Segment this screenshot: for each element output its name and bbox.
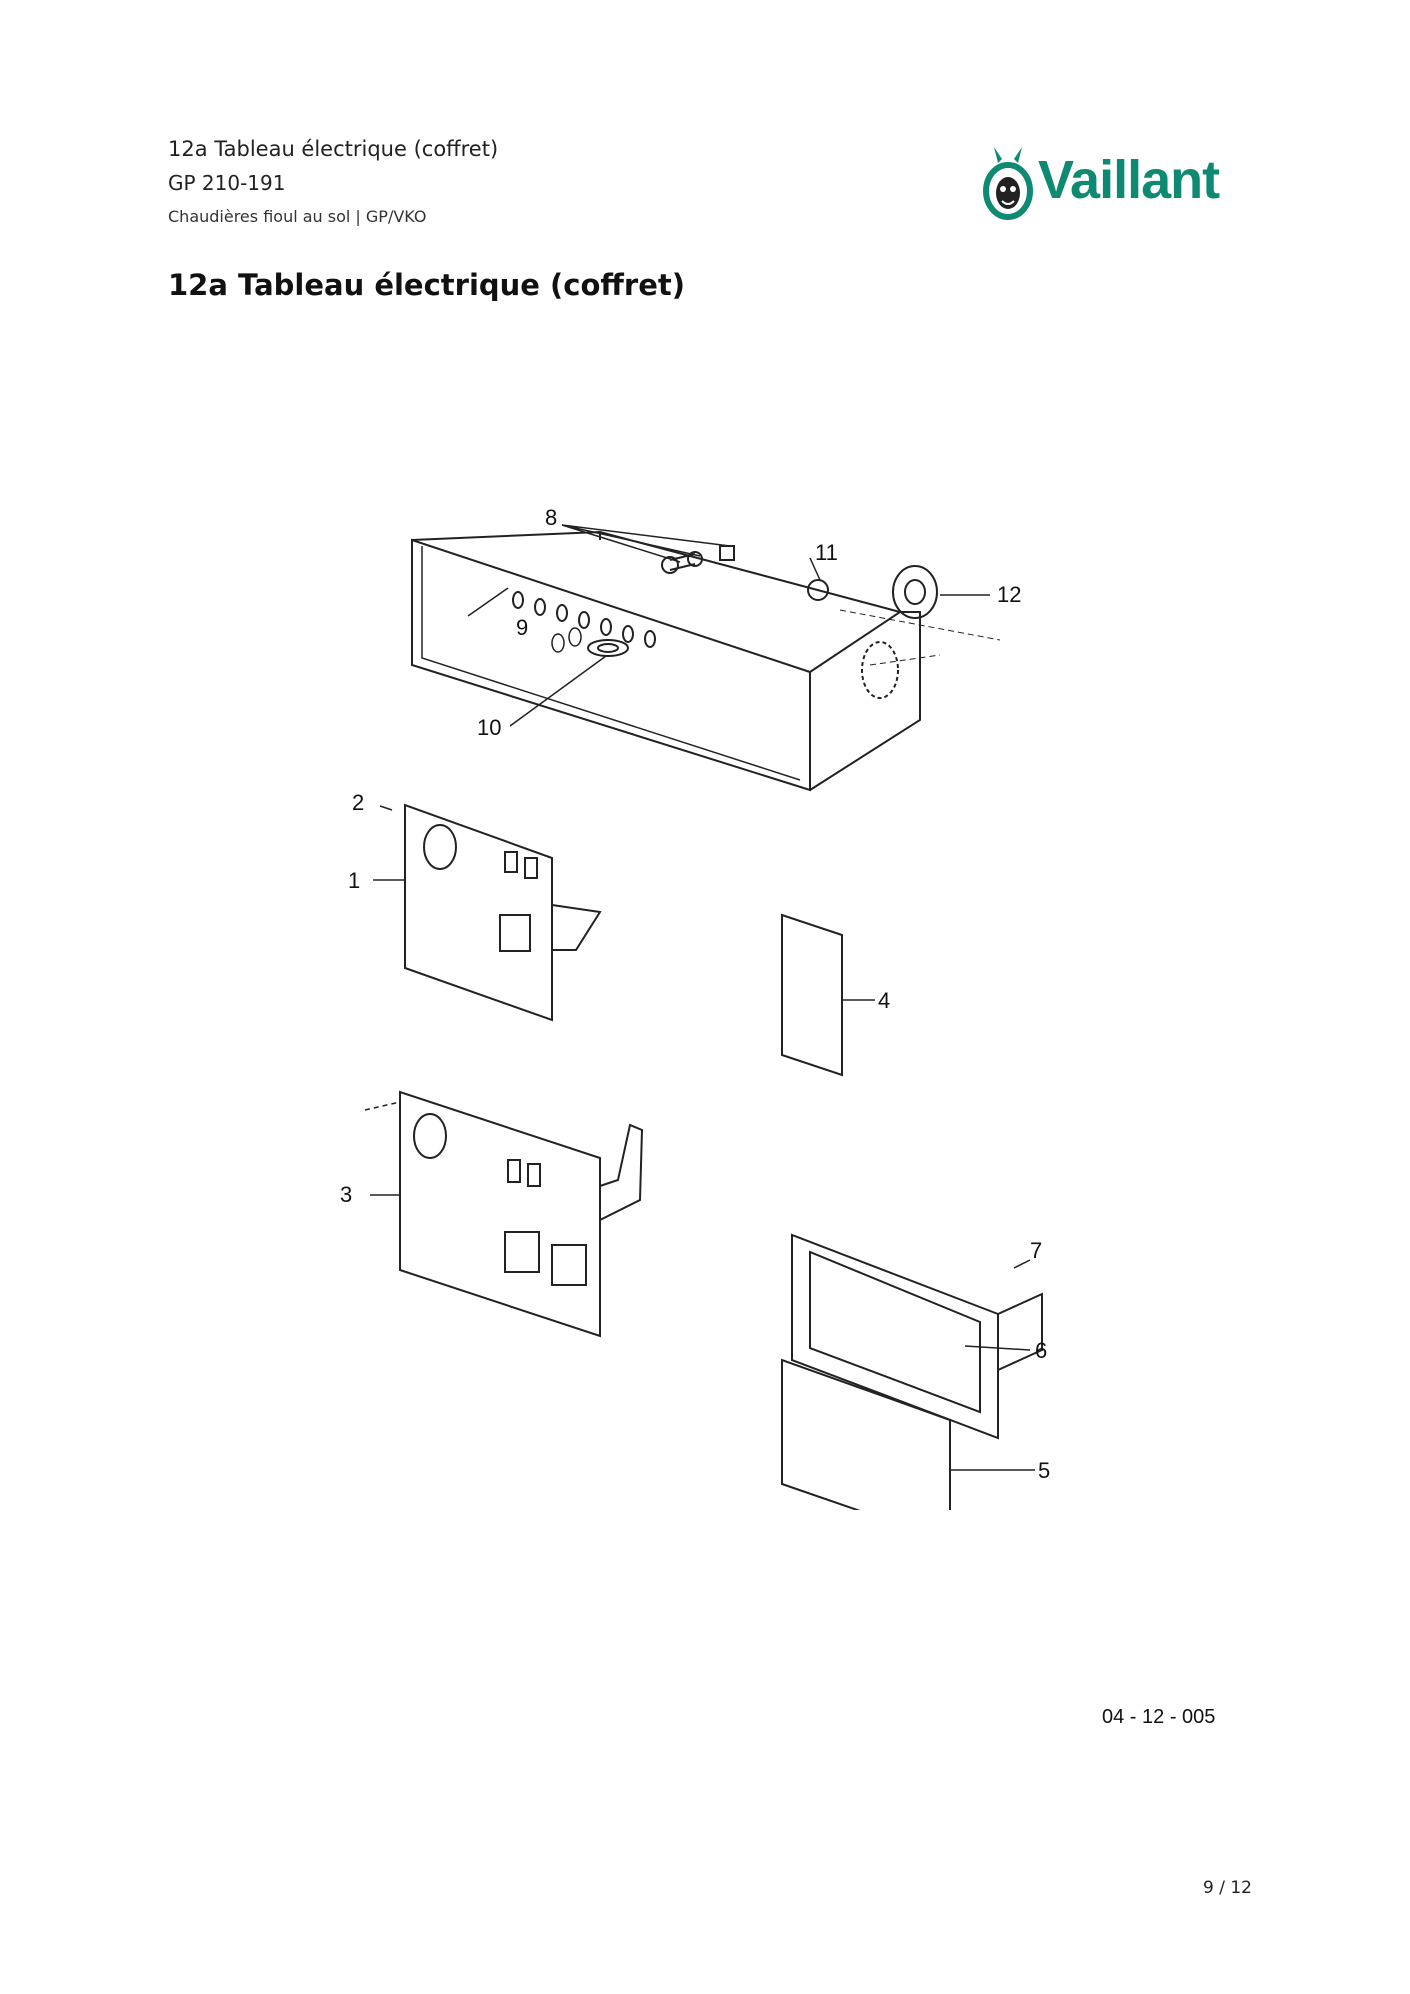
callout-10: 10 (477, 715, 501, 740)
exploded-parts-drawing: 8 11 12 9 10 2 1 4 3 7 6 5 (300, 480, 1200, 1544)
header-title: 12a Tableau électrique (coffret) (168, 137, 499, 161)
page-number: 9 / 12 (1203, 1878, 1252, 1898)
callout-5: 5 (1038, 1458, 1050, 1483)
callout-4: 4 (878, 988, 890, 1013)
callout-9: 9 (516, 615, 528, 640)
brand-name: Vaillant (1038, 150, 1220, 210)
callout-1: 1 (348, 868, 360, 893)
document-header: 12a Tableau électrique (coffret) GP 210-… (168, 132, 498, 234)
callout-7: 7 (1030, 1238, 1042, 1263)
callout-12: 12 (997, 582, 1021, 607)
callout-11: 11 (815, 540, 838, 565)
parts-diagram: 8 11 12 9 10 2 1 4 3 7 6 5 (340, 505, 1050, 1544)
header-code: GP 210-191 (168, 171, 286, 195)
callout-2: 2 (352, 790, 364, 815)
callout-3: 3 (340, 1182, 352, 1207)
callout-8: 8 (545, 505, 557, 530)
drawing-reference: 04 - 12 - 005 (1102, 1706, 1216, 1728)
vaillant-logo: Vaillant (980, 145, 1250, 225)
hare-logo-icon (983, 147, 1033, 220)
callout-6: 6 (1035, 1338, 1047, 1363)
page-title: 12a Tableau électrique (coffret) (168, 268, 686, 302)
header-subtitle: Chaudières fioul au sol | GP/VKO (168, 207, 427, 226)
